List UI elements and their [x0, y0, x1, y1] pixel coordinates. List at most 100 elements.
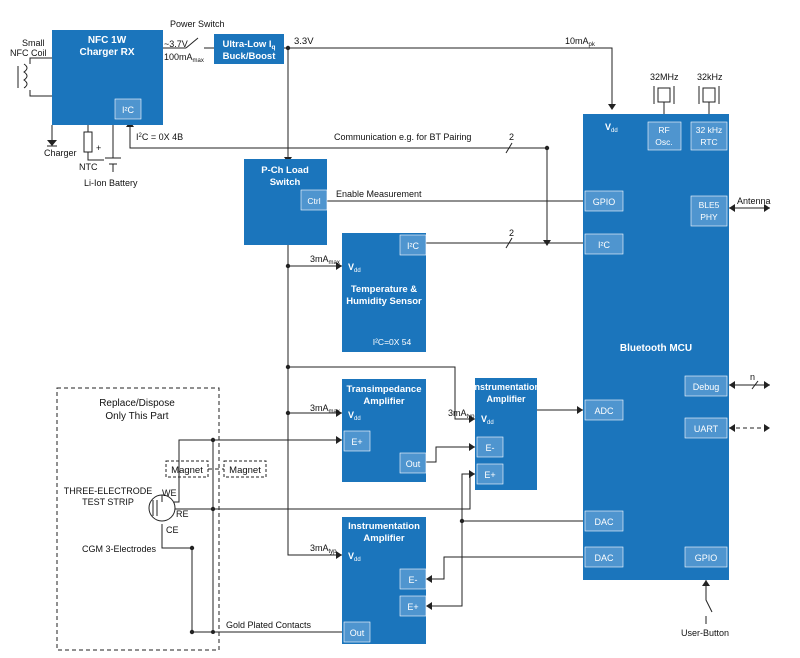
label-magnet-1: Magnet [171, 465, 203, 476]
inamp-bottom-out-pin [343, 621, 371, 643]
label-3v3: 3.3V [294, 36, 314, 47]
label-debug-n: n [750, 372, 755, 382]
inamp-bottom-title-1: Instrumentation [348, 521, 420, 532]
label-re: RE [176, 509, 189, 519]
tia-vdd-label: Vdd [348, 410, 361, 422]
mcu-gpio-right-label: GPIO [695, 553, 718, 563]
nfc-title-1: NFC 1W [88, 35, 127, 46]
nfc-i2c-label: I²C [122, 105, 134, 115]
inamp-bottom-title-2: Amplifier [363, 533, 404, 544]
mcu-rf-osc [647, 121, 682, 151]
label-gold-contacts: Gold Plated Contacts [226, 620, 312, 630]
label-32mhz: 32MHz [650, 72, 679, 82]
temp-i2c-pin [399, 234, 427, 256]
inamp-bottom-eminus-pin [399, 568, 427, 590]
ntc-resistor-icon [83, 131, 93, 153]
label-small-coil-1: Small [22, 38, 45, 48]
label-v37: ~3.7V [164, 39, 188, 49]
label-i10: 10mApk [565, 36, 596, 48]
tia-eplus-pin [343, 430, 371, 452]
label-comm: Communication e.g. for BT Pairing [334, 132, 471, 142]
mcu-gpio-right [684, 546, 728, 568]
tia-out-label: Out [406, 459, 421, 469]
wires [29, 37, 770, 633]
temp-vdd-label: Vdd [348, 262, 361, 274]
mcu-ble-phy [690, 195, 728, 227]
label-i100: 100mAmax [164, 52, 204, 64]
inamp-bottom-eplus-pin [399, 595, 427, 617]
mcu-debug-label: Debug [693, 382, 720, 392]
mcu-rtc-2: RTC [700, 137, 717, 147]
nfc-charger-block [52, 30, 163, 125]
load-switch-title-1: P-Ch Load [261, 165, 309, 176]
test-strip-icon [148, 494, 176, 522]
mcu-vdd-label: Vdd [605, 122, 618, 134]
inamp-bottom-eplus-label: E+ [407, 602, 418, 612]
inamp-top-title-2: Amplifier [486, 394, 526, 404]
mcu-ble-2: PHY [700, 212, 718, 222]
temp-i2c-label: I²C [407, 241, 419, 251]
inamp-bottom-eminus-label: E- [409, 575, 418, 585]
battery-plus-sign: + [96, 143, 101, 153]
label-bus-width-mid: 2 [509, 228, 514, 238]
label-replace-1: Replace/Dispose [99, 398, 175, 409]
label-we: WE [162, 488, 177, 498]
mcu-rf-2: Osc. [655, 137, 672, 147]
mcu-dac-1-label: DAC [594, 517, 614, 527]
tia-title-1: Transimpedance [347, 384, 422, 395]
mcu-rtc-1: 32 kHz [696, 125, 722, 135]
battery-icon [105, 157, 121, 172]
label-power-switch: Power Switch [170, 19, 225, 29]
inamp-bottom-vdd-label: Vdd [348, 551, 361, 563]
mcu-title: Bluetooth MCU [620, 343, 692, 354]
mcu-rtc [690, 121, 728, 151]
crystal-32khz-icon [698, 86, 720, 104]
inamp-top-eplus-pin [476, 463, 504, 485]
mcu-gpio-left [584, 190, 624, 212]
label-i3-tia: 3mAmax [310, 403, 340, 415]
mcu-rf-1: RF [658, 125, 669, 135]
buck-title-1: Ultra-Low Iq [222, 39, 275, 51]
label-i3-temp: 3mAmax [310, 254, 340, 266]
label-i3-inb: 3mAtyp [310, 543, 337, 555]
inamp-top-eminus-pin [476, 436, 504, 458]
temp-title-2: Humidity Sensor [346, 296, 422, 307]
label-replace-2: Only This Part [105, 411, 168, 422]
mcu-dac-2-label: DAC [594, 553, 614, 563]
label-i2c-addr: I2C = 0X 4B [136, 132, 183, 142]
label-magnet-2: Magnet [229, 465, 261, 476]
label-ce: CE [166, 525, 179, 535]
label-cgm: CGM 3-Electrodes [82, 544, 157, 554]
load-switch-ctrl-label: Ctrl [307, 196, 320, 206]
label-i3-ina: 3mAtyp [448, 408, 475, 420]
label-bus-width-top: 2 [509, 132, 514, 142]
mcu-ble-1: BLE5 [699, 200, 720, 210]
mcu-adc [584, 399, 624, 421]
charger-led-icon [47, 140, 57, 147]
buck-title-2: Buck/Boost [223, 51, 277, 62]
mcu-debug [684, 375, 728, 397]
label-small-coil-2: NFC Coil [10, 48, 47, 58]
inamp-top-eplus-label: E+ [484, 470, 495, 480]
mcu-uart [684, 417, 728, 439]
label-ntc: NTC [79, 162, 98, 172]
nfc-title-2: Charger RX [79, 47, 134, 58]
inamp-bottom-out-label: Out [350, 628, 365, 638]
mcu-i2c [584, 233, 624, 255]
label-charger: Charger [44, 148, 77, 158]
mcu-uart-label: UART [694, 424, 719, 434]
temp-title-1: Temperature & [351, 284, 417, 295]
temp-addr: I²C=0X 54 [373, 337, 412, 347]
inamp-top-title-1: Instrumentation [472, 382, 540, 392]
label-32khz: 32kHz [697, 72, 723, 82]
tia-out-pin [399, 452, 427, 474]
label-antenna: Antenna [737, 196, 771, 206]
label-enable-measurement: Enable Measurement [336, 189, 422, 199]
label-strip-1: THREE-ELECTRODE [64, 486, 153, 496]
buck-boost-block [214, 34, 284, 64]
tia-eplus-label: E+ [351, 437, 362, 447]
label-battery: Li-Ion Battery [84, 178, 138, 188]
label-strip-2: TEST STRIP [82, 497, 134, 507]
nfc-i2c-pin [114, 98, 142, 120]
